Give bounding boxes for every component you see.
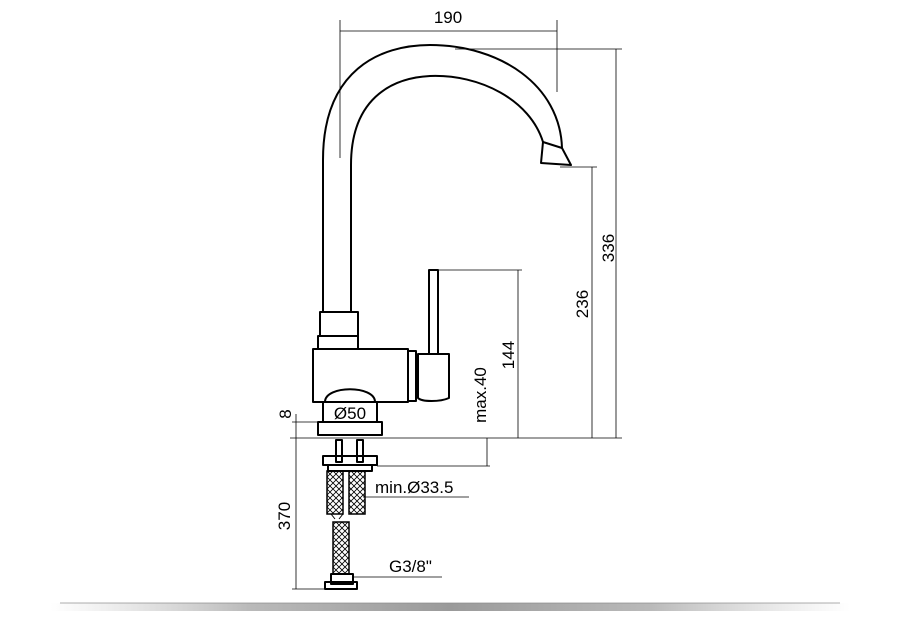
base xyxy=(317,388,383,436)
dim-label-236: 236 xyxy=(573,290,592,318)
dimension-144 xyxy=(438,269,522,438)
swivel-collar xyxy=(317,311,359,350)
dimension-236 xyxy=(560,166,597,438)
dimension-max40 xyxy=(377,438,490,467)
dim-label-370: 370 xyxy=(275,502,294,530)
dim-label-190: 190 xyxy=(434,8,462,27)
dim-label-min33: min.Ø33.5 xyxy=(375,478,453,497)
dimension-336 xyxy=(455,48,622,438)
dimension-8 xyxy=(292,414,318,440)
dimension-370 xyxy=(292,440,325,590)
lever-handle xyxy=(417,269,450,402)
dimension-190 xyxy=(339,20,558,158)
hose-fitting xyxy=(324,573,358,590)
dim-label-thread: G3/8" xyxy=(389,557,432,576)
dim-label-336: 336 xyxy=(599,234,618,262)
bottom-shadow xyxy=(50,602,850,611)
spout xyxy=(322,44,572,313)
dim-label-8: 8 xyxy=(276,409,295,418)
dim-label-144: 144 xyxy=(499,341,518,369)
mounting-kit xyxy=(322,439,378,472)
dimension-min33 xyxy=(363,476,469,500)
flexible-hoses xyxy=(326,470,366,575)
dim-label-max40: max.40 xyxy=(471,367,490,423)
dim-label-diameter-50: Ø50 xyxy=(334,404,366,423)
